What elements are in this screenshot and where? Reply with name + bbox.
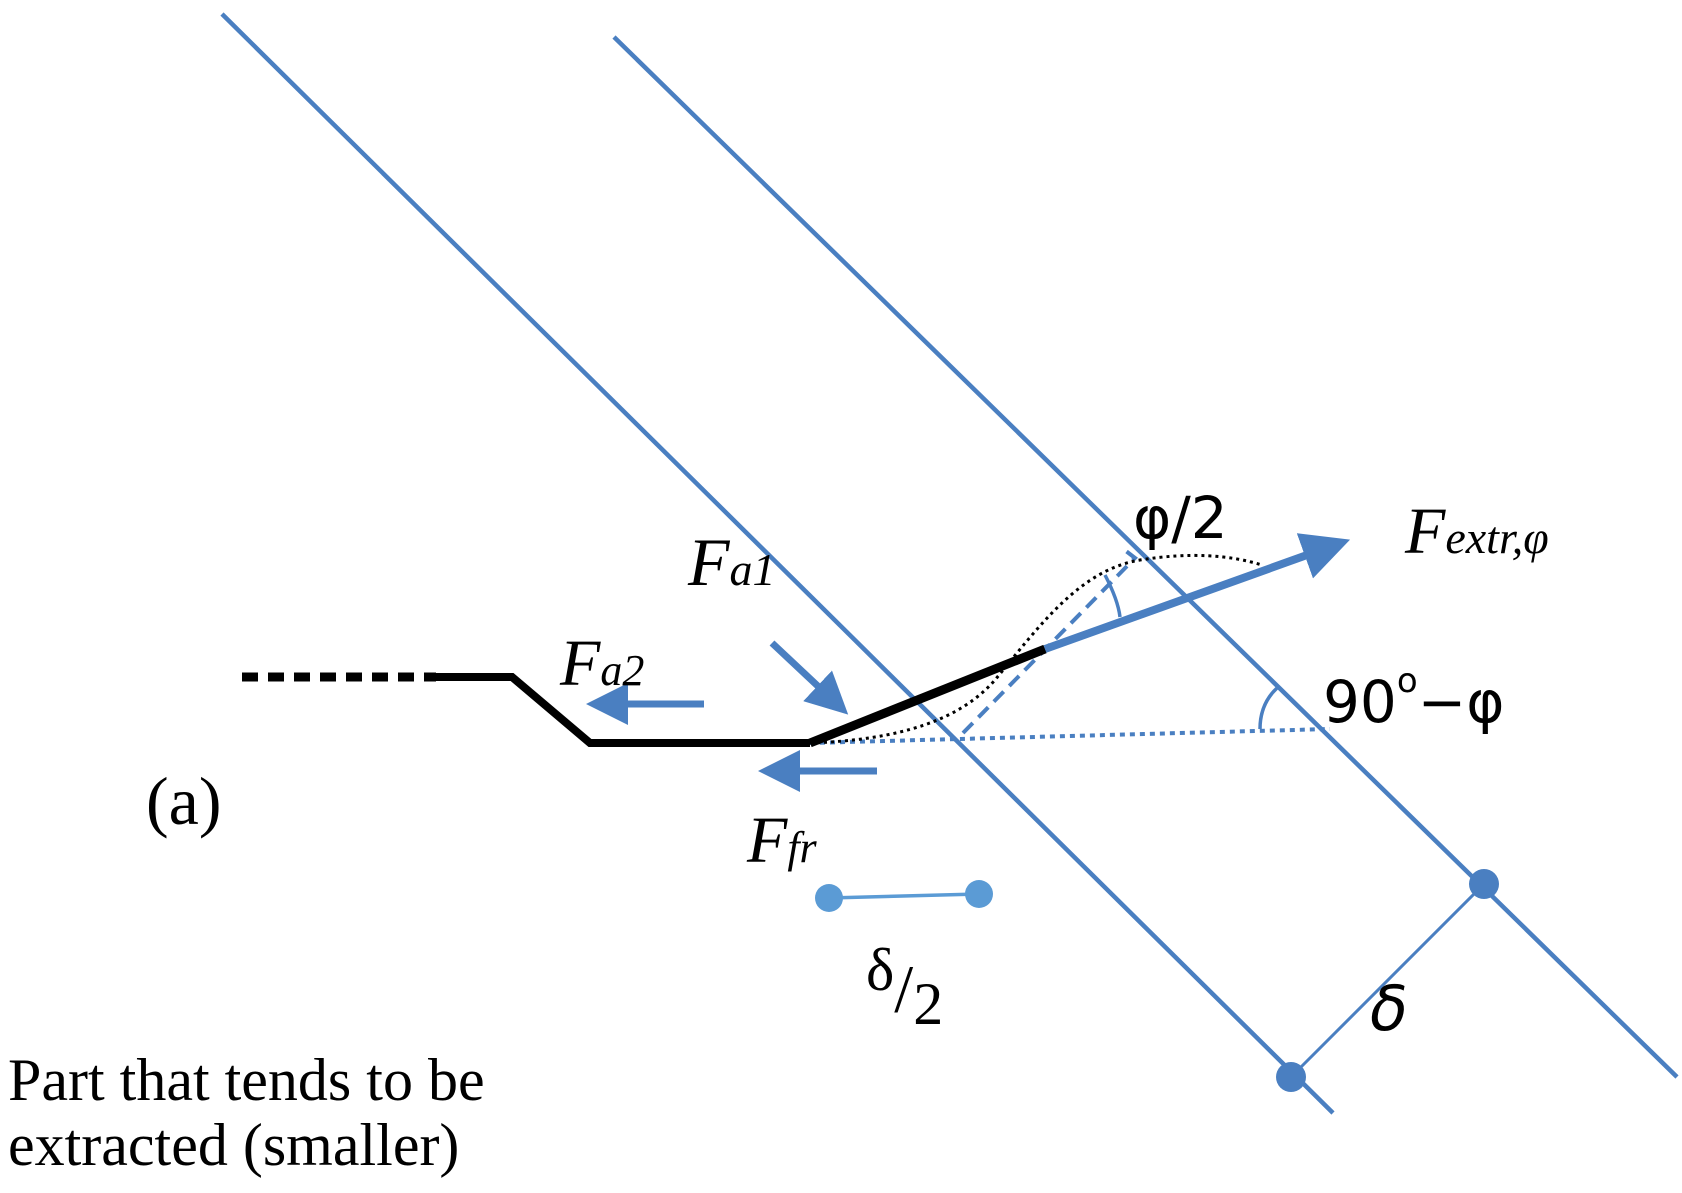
fextr-label: Fextr,φ (1404, 495, 1549, 568)
fa2-label: Fa2 (559, 627, 644, 700)
fa1-label: Fa1 (687, 524, 776, 600)
right-boundary-line (612, 35, 1679, 1079)
left-boundary-line (220, 12, 1335, 1115)
extraction-force-arrow (1043, 533, 1351, 653)
wire-inclined-segment (808, 644, 1047, 748)
caption-line-1: Part that tends to be (8, 1047, 485, 1113)
ffr-label: Ffr (746, 804, 818, 877)
angle-arc-half-phi (1103, 574, 1122, 618)
delta-dimension-line (1289, 882, 1486, 1079)
angle-arc-complement (1258, 686, 1279, 730)
delta-dot-lower (1276, 1062, 1306, 1092)
delta-half-dot-right (965, 880, 993, 908)
delta-half-label: δ/2 (866, 937, 943, 1037)
wire-body (436, 673, 810, 747)
delta-half-dot-left (815, 884, 843, 912)
delta-label: δ (1370, 972, 1408, 1045)
dashed-projection (961, 546, 1139, 735)
reference-dotted-line (809, 727, 1331, 745)
delta-half-dimension-line (828, 892, 980, 900)
panel-label: (a) (146, 763, 221, 839)
complement-angle-label: 90o−φ (1323, 661, 1504, 736)
caption-line-2: extracted (smaller) (8, 1112, 459, 1178)
deformed-wire-curve (809, 553, 1263, 745)
delta-dot-upper (1469, 869, 1499, 899)
fa1-arrow (769, 640, 849, 715)
half-phi-label: φ/2 (1133, 484, 1228, 552)
